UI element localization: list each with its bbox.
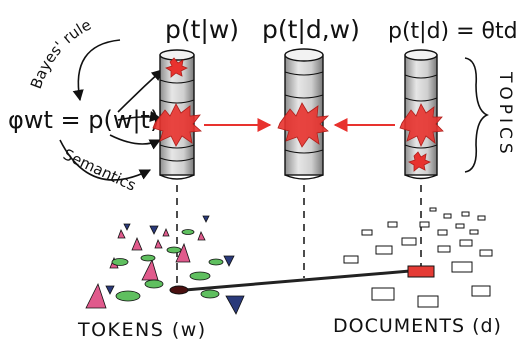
bayes-rule-text: Bayes' rule [27, 16, 94, 92]
highlight-big-1 [152, 103, 202, 147]
label-p-t-given-w: p(t|w) [165, 15, 239, 44]
arrow-to-topic-1 [117, 69, 163, 113]
tokens-cluster [85, 215, 245, 315]
label-bayes-rule: Bayes' rule [27, 16, 94, 92]
token-document-link [184, 269, 411, 292]
label-documents: DOCUMENTS (d) [333, 315, 502, 337]
label-semantics: Semantics [60, 145, 139, 194]
label-tokens: TOKENS (w) [77, 319, 207, 341]
arrow-to-topic-3 [109, 134, 162, 150]
label-phi-equation: φwt = p(w|t) [8, 106, 159, 134]
topic-cylinder-tokens [152, 49, 202, 180]
topic-cylinder-doc-token [277, 48, 330, 180]
arrow-to-topic-2 [117, 110, 162, 123]
topic-cylinder-documents [399, 49, 444, 180]
label-p-t-given-d: p(t|d) = θtd [388, 19, 518, 44]
label-p-t-given-dw: p(t|d,w) [262, 15, 360, 44]
selected-document [407, 265, 435, 278]
selected-token [169, 285, 189, 295]
topics-brace [464, 57, 489, 173]
highlight-big-3 [399, 103, 444, 147]
highlight-big-2 [277, 102, 330, 148]
label-topics: TOPICS [495, 71, 515, 158]
arrow-semantics [59, 139, 152, 181]
highlight-small-1 [165, 57, 188, 78]
highlight-small-3 [408, 151, 431, 172]
arrow-bayes-top [72, 39, 121, 102]
topics-label: TOPICS [495, 71, 515, 158]
documents-cluster [343, 207, 493, 308]
